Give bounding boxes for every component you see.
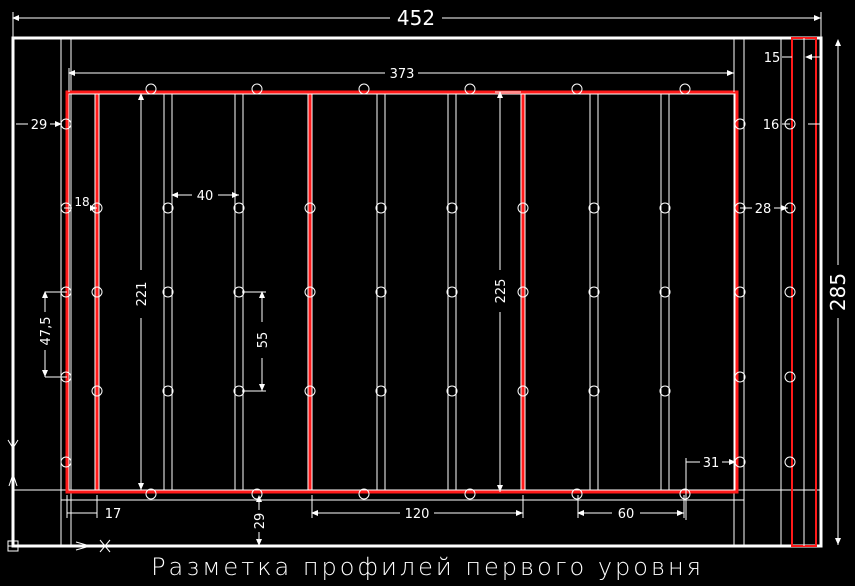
fastener-circle	[91, 385, 103, 397]
fastener-circle	[375, 385, 387, 397]
fastener-circle	[659, 385, 671, 397]
fastener-circle	[358, 83, 370, 95]
fastener-circle	[358, 488, 370, 500]
fastener-circle	[162, 202, 174, 214]
fastener-circle	[517, 385, 529, 397]
dim-offset-31: 31	[703, 456, 720, 471]
fastener-circle	[446, 202, 458, 214]
fastener-circle	[679, 488, 691, 500]
fastener-circle	[162, 286, 174, 298]
fastener-circle	[375, 202, 387, 214]
dim-height-221: 221	[135, 282, 150, 307]
fastener-circle	[784, 286, 796, 298]
ucs-icon	[7, 439, 111, 553]
fastener-circle	[446, 286, 458, 298]
fastener-circle	[734, 118, 746, 130]
fastener-circle	[588, 385, 600, 397]
profile-perimeter	[65, 90, 739, 494]
fastener-circle	[304, 202, 316, 214]
fastener-circle	[464, 83, 476, 95]
fastener-circle	[446, 385, 458, 397]
fastener-circle	[588, 286, 600, 298]
fastener-circle	[145, 488, 157, 500]
dim-offset-right-top: 15	[764, 51, 781, 66]
fastener-circle	[734, 371, 746, 383]
fastener-circle	[571, 488, 583, 500]
fastener-circle	[464, 488, 476, 500]
fastener-circle	[659, 202, 671, 214]
fastener-circle	[304, 286, 316, 298]
dim-bottom-17: 17	[105, 507, 122, 522]
dim-offset-left: 29	[31, 118, 48, 133]
fastener-circle	[60, 456, 72, 468]
dimension-lines	[12, 12, 841, 546]
dim-offset-right-1: 16	[763, 118, 780, 133]
dim-bottom-29: 29	[253, 513, 268, 530]
fastener-circle	[659, 286, 671, 298]
fastener-circle	[734, 286, 746, 298]
fastener-circle	[784, 371, 796, 383]
fastener-circle	[679, 83, 691, 95]
fastener-circle	[233, 202, 245, 214]
dim-overall-width: 452	[397, 6, 435, 30]
dim-height-55: 55	[256, 332, 271, 349]
dim-overall-height: 285	[826, 273, 850, 311]
fastener-circle	[571, 83, 583, 95]
fastener-circle	[145, 83, 157, 95]
dim-height-225: 225	[494, 279, 509, 304]
fastener-points	[60, 83, 796, 500]
fastener-circle	[251, 83, 263, 95]
outer-frame	[11, 36, 823, 548]
dim-edge-left: 18	[74, 195, 89, 209]
dim-spacing-40: 40	[197, 189, 214, 204]
dim-inner-width: 373	[390, 67, 415, 82]
fastener-circle	[517, 286, 529, 298]
fastener-circle	[588, 202, 600, 214]
dim-spacing-28: 28	[755, 202, 772, 217]
drawing-caption: Разметка профилей первого уровня	[151, 553, 704, 581]
dim-height-47-5: 47,5	[39, 317, 54, 346]
fastener-circle	[91, 286, 103, 298]
dim-bottom-120: 120	[405, 507, 430, 522]
dim-bottom-60: 60	[618, 507, 635, 522]
intermediate-profiles	[163, 94, 670, 490]
fastener-circle	[784, 456, 796, 468]
fastener-circle	[304, 385, 316, 397]
fastener-circle	[517, 202, 529, 214]
fastener-circle	[375, 286, 387, 298]
fastener-circle	[162, 385, 174, 397]
